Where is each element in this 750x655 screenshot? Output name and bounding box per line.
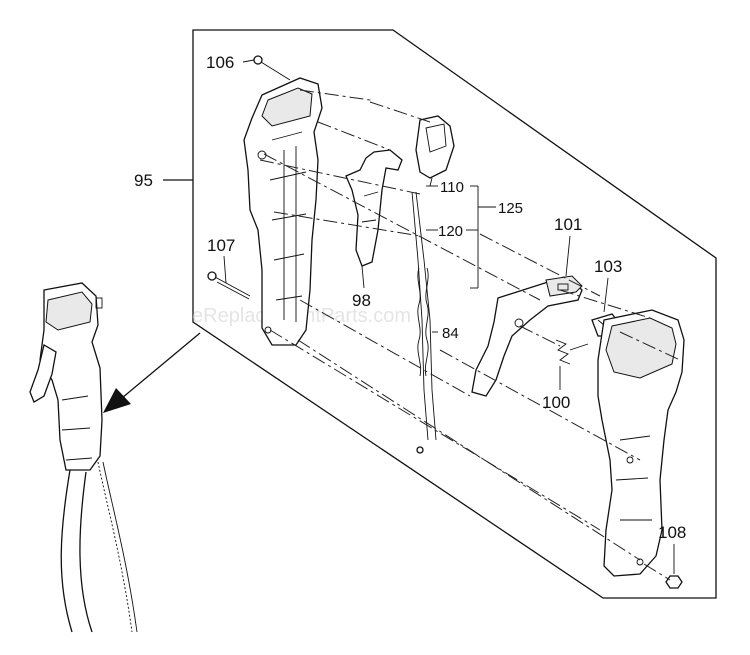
switch-connector-110 (415, 115, 455, 187)
spring-100 (555, 339, 589, 365)
callout-98: 98 (352, 291, 371, 310)
housing-left-half (243, 77, 323, 346)
callout-108: 108 (658, 523, 686, 542)
callout-100: 100 (542, 393, 570, 412)
callout-95: 95 (134, 171, 153, 190)
throttle-trigger-101 (471, 275, 583, 397)
callout-125: 125 (498, 200, 523, 217)
alignment-lines (259, 89, 681, 581)
housing-right-half (597, 309, 685, 577)
nut-108 (665, 575, 683, 589)
leader-107 (223, 255, 227, 284)
leader-101 (565, 235, 571, 277)
callout-bracket (426, 185, 496, 333)
callout-103: 103 (594, 257, 622, 276)
screw-106 (253, 55, 291, 81)
screw-107 (207, 271, 251, 300)
exploded-view-panel (192, 29, 717, 599)
assembly-arrow (103, 332, 201, 413)
callout-110: 110 (440, 179, 464, 196)
callout-101: 101 (554, 215, 582, 234)
cable-assembly-84 (411, 191, 437, 454)
leader-98 (361, 265, 365, 289)
lever-98 (345, 149, 403, 267)
assembled-handle-illustration (29, 282, 138, 633)
callout-84: 84 (442, 325, 459, 342)
leader-103 (603, 277, 609, 313)
callout-120: 120 (438, 223, 463, 240)
leader-106 (242, 59, 255, 63)
callout-107: 107 (207, 236, 235, 255)
callout-106: 106 (206, 53, 234, 72)
